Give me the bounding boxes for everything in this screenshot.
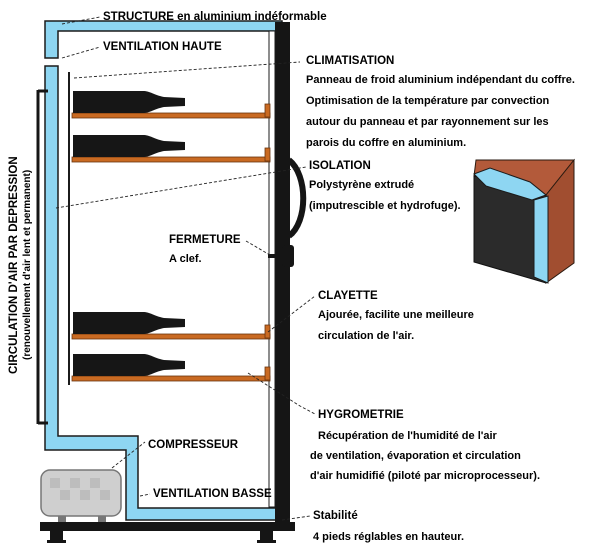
clayette-title: CLAYETTE — [318, 290, 378, 302]
hygrometrie-line: d'air humidifié (piloté par microprocess… — [310, 470, 540, 482]
climatisation-line: parois du coffre en aluminium. — [306, 137, 467, 149]
isolation-title: ISOLATION — [309, 160, 371, 172]
stabilite-sub: 4 pieds réglables en hauteur. — [313, 531, 464, 543]
fermeture-title: FERMETURE — [169, 234, 241, 246]
climatisation-title: CLIMATISATION — [306, 55, 395, 67]
door-inner-edge — [268, 30, 276, 508]
adjustable-feet — [47, 531, 276, 543]
base-plinth — [40, 522, 295, 531]
hygrometrie-title: HYGROMETRIE — [318, 409, 404, 421]
ventilation-basse-label: VENTILATION BASSE — [153, 488, 272, 500]
hygrometrie-line: de ventilation, évaporation et circulati… — [310, 450, 521, 462]
stabilite-title: Stabilité — [313, 510, 358, 522]
door-seal — [286, 157, 307, 239]
structure-label: STRUCTURE en aluminium indéformable — [103, 11, 327, 23]
door — [275, 22, 290, 522]
clayette-line: circulation de l'air. — [318, 330, 415, 342]
climatisation-line: Panneau de froid aluminium indépendant d… — [306, 74, 575, 86]
shelves — [71, 103, 271, 382]
fermeture-sub: A clef. — [169, 253, 202, 265]
climatisation-line: autour du panneau et par rayonnement sur… — [306, 116, 549, 128]
lock-icon — [282, 245, 294, 267]
circulation-sub-label: (renouvellement d'air lent et permanent) — [22, 170, 33, 360]
hygrometrie-line: Récupération de l'humidité de l'air — [318, 430, 497, 442]
climatisation-line: Optimisation de la température par conve… — [306, 95, 550, 107]
insulation-sample — [473, 158, 576, 284]
bottles — [73, 91, 185, 376]
compresseur-label: COMPRESSEUR — [148, 439, 239, 451]
circulation-main-label: CIRCULATION D'AIR PAR DEPRESSION — [8, 156, 20, 374]
isolation-line: Polystyrène extrudé — [309, 179, 415, 191]
clayette-line: Ajourée, facilite une meilleure — [318, 309, 474, 321]
ventilation-haute-label: VENTILATION HAUTE — [103, 41, 222, 53]
circulation-bracket — [36, 89, 48, 425]
leader-lines — [55, 16, 316, 521]
isolation-line: (imputrescible et hydrofuge). — [309, 200, 461, 212]
top-structure — [44, 20, 283, 59]
